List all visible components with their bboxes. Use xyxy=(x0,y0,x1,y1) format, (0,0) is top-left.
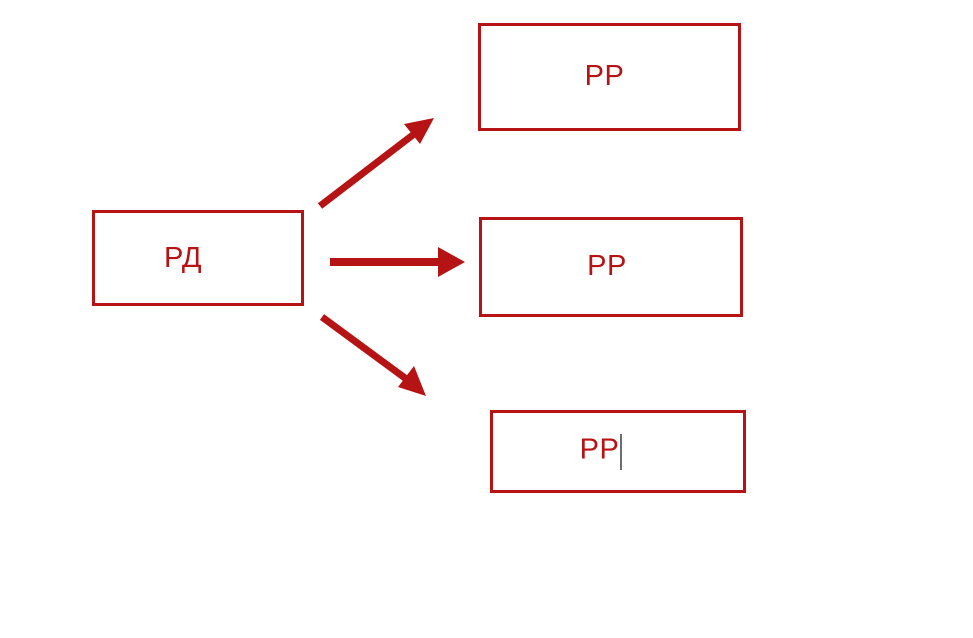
source-node-label: РД xyxy=(163,241,203,274)
arrow-right-connector[interactable] xyxy=(330,247,465,277)
arrow-up-right-shaft xyxy=(317,128,421,209)
text-cursor-caret xyxy=(620,433,623,470)
arrow-up-right-head xyxy=(404,118,434,144)
arrow-right-head xyxy=(438,247,465,277)
target-node-label-3-wrapper: РР xyxy=(579,433,623,470)
target-node-label-1: РР xyxy=(584,59,625,92)
arrow-down-right-shaft xyxy=(319,314,412,384)
target-node-label-3: РР xyxy=(579,433,620,466)
target-node-box-1[interactable]: РР xyxy=(478,23,741,131)
target-node-label-2: РР xyxy=(587,249,627,282)
arrow-up-right-connector[interactable] xyxy=(317,118,434,209)
source-node-box[interactable]: РД xyxy=(92,210,304,306)
target-node-box-2[interactable]: РР xyxy=(479,217,743,317)
arrow-down-right-head xyxy=(398,366,426,396)
arrow-down-right-connector[interactable] xyxy=(319,314,426,396)
target-node-box-3[interactable]: РР xyxy=(490,410,746,493)
